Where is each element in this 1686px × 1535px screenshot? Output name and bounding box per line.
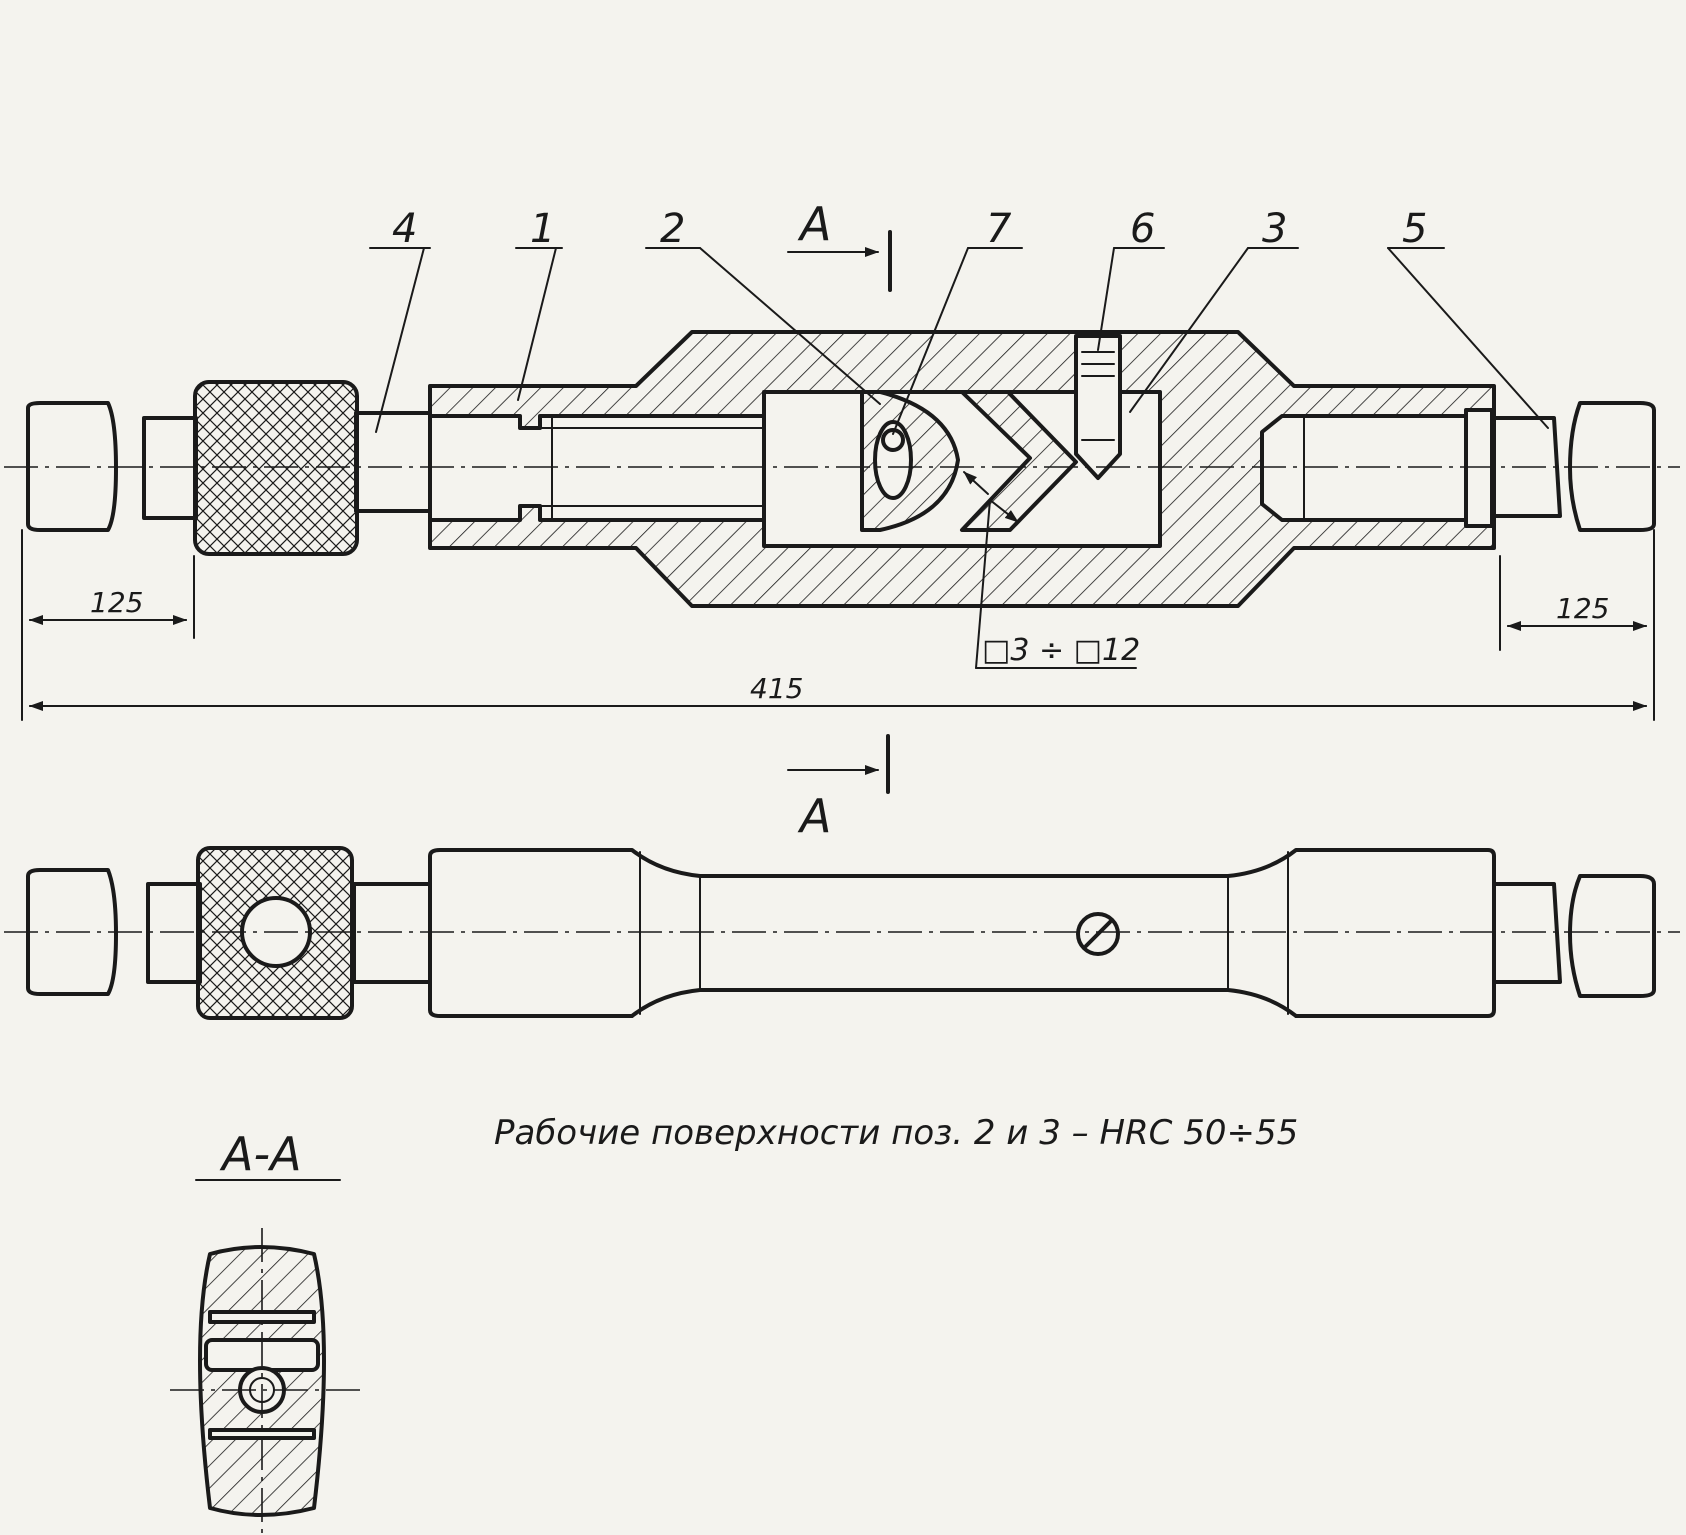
right-bore: [1260, 414, 1496, 522]
section-mark-bottom: A: [797, 789, 831, 843]
dim-left-125: 125: [90, 586, 143, 619]
right-shank-exterior: [1492, 882, 1562, 984]
main-section-view: [4, 330, 1680, 608]
knurled-nut: [193, 380, 359, 556]
section-a-a: A-A: [170, 1127, 366, 1535]
dim-total-415: 415: [750, 672, 803, 705]
left-bore: [428, 414, 792, 522]
dim-right-125: 125: [1556, 592, 1609, 625]
shank-stub-exterior: [146, 882, 202, 984]
shank-stub-left: [142, 416, 198, 520]
screw-slot-line: [1084, 920, 1112, 948]
label-part-4: 4: [392, 206, 417, 252]
label-part-7: 7: [986, 206, 1012, 252]
ball-hole: [881, 428, 905, 452]
leader-lines: [369, 247, 1549, 435]
label-part-1: 1: [530, 206, 555, 252]
dim-square-range: □3 ÷ □12: [982, 633, 1140, 668]
section-mark-top: A: [797, 197, 831, 251]
insert-part-5: [1464, 408, 1494, 528]
dimensions: 125 125 415 □3 ÷ □12: [21, 471, 1655, 721]
label-part-5: 5: [1402, 206, 1427, 252]
label-part-6: 6: [1130, 206, 1155, 252]
set-screw-6: [1074, 334, 1122, 480]
label-part-3: 3: [1262, 206, 1287, 252]
hardness-note: Рабочие поверхности поз. 2 и 3 – HRC 50÷…: [494, 1113, 1298, 1153]
right-jaw: [1568, 401, 1656, 532]
section-title: A-A: [219, 1127, 302, 1181]
body-exterior: [428, 848, 1496, 1018]
fixed-jaw-3: [960, 390, 1078, 532]
screw-shank-exterior: [352, 882, 432, 984]
exterior-view: [4, 846, 1680, 1020]
screw-shank-4: [354, 411, 432, 513]
label-part-2: 2: [660, 206, 685, 252]
section-arrow-top: A: [787, 197, 892, 292]
section-arrow-bottom: A: [787, 734, 890, 843]
right-jaw-exterior: [1568, 874, 1656, 998]
